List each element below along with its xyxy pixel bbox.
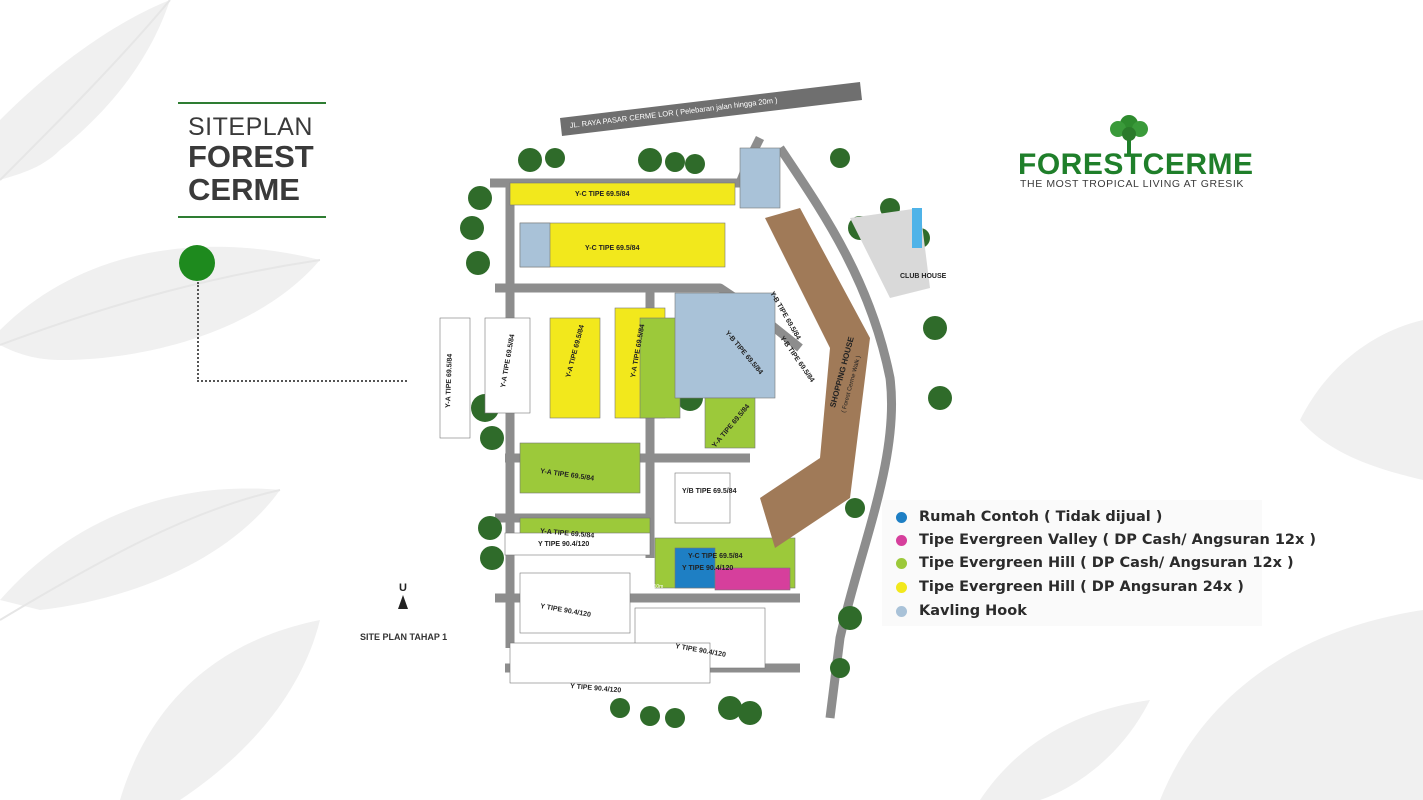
- block-ya-7: [484, 317, 531, 414]
- block-ya-1: [549, 317, 601, 419]
- north-compass: U: [395, 582, 411, 622]
- row-label: ROW 8.5m: [600, 214, 625, 220]
- legend-dot: [896, 581, 907, 593]
- title-top-rule: [178, 102, 326, 104]
- block-label: Y-A TIPE 69.5/84: [445, 354, 454, 409]
- block-label: Y-C TIPE 69.5/84: [585, 245, 640, 252]
- block-y-4: [509, 642, 711, 684]
- legend-item: Rumah Contoh ( Tidak dijual ): [896, 506, 1162, 528]
- block-ya-3: [639, 317, 681, 419]
- block-yb-3: [674, 472, 731, 524]
- green-marker-dot: [179, 245, 215, 281]
- dotted-connector-horizontal: [197, 380, 407, 382]
- title-line-2: FOREST: [188, 139, 314, 174]
- compass-letter: U: [399, 582, 407, 594]
- housing-blocks: [439, 147, 796, 684]
- legend-dot: [896, 534, 907, 546]
- block-label: Y-C TIPE 69.5/84: [688, 553, 743, 560]
- block-contoh: [674, 547, 716, 589]
- legend: Rumah Contoh ( Tidak dijual ) Tipe Everg…: [882, 500, 1316, 626]
- row-label: ROW 10m: [640, 584, 663, 590]
- legend-label: Rumah Contoh ( Tidak dijual ): [919, 509, 1163, 525]
- block-label: Y-A TIPE 69.5/84: [540, 528, 595, 540]
- main-road: JL. RAYA PASAR CERME LOR ( Pelebaran jal…: [560, 82, 862, 136]
- block-ya-4: [519, 442, 641, 494]
- block-valley: [714, 567, 791, 591]
- tree-logo-icon: [1110, 115, 1148, 154]
- club-house: CLUB HOUSE: [850, 208, 947, 298]
- block-label: Y TIPE 90.4/120: [682, 565, 733, 572]
- block-yc-1: [509, 182, 736, 206]
- block-label: Y-C TIPE 69.5/84: [575, 191, 630, 198]
- legend-label: Kavling Hook: [919, 603, 1027, 619]
- row-label: ROW 15m: [800, 634, 823, 640]
- block-yb-1: [674, 292, 776, 399]
- title-line-3: CERME: [188, 172, 300, 207]
- legend-dot: [896, 557, 907, 569]
- tree-clusters: [460, 148, 952, 728]
- block-yc-2: [519, 222, 726, 268]
- dotted-connector-vertical: [197, 282, 199, 382]
- legend-item: Kavling Hook: [896, 600, 1027, 622]
- legend-item: Tipe Evergreen Hill ( DP Angsuran 24x ): [896, 576, 1244, 598]
- block-label: Y TIPE 90.4/120: [538, 541, 589, 548]
- legend-dot: [896, 511, 907, 523]
- title-line-1: SITEPLAN: [188, 113, 313, 141]
- block-label: Y TIPE 90.4/120: [570, 683, 622, 694]
- legend-dot: [896, 605, 907, 617]
- logo-tagline: THE MOST TROPICAL LIVING AT GRESIK: [1020, 178, 1245, 190]
- legend-label: Tipe Evergreen Valley ( DP Cash/ Angsura…: [919, 532, 1317, 548]
- block-y-1: [504, 532, 651, 556]
- row-labels: ROW 8.5m ROW 10m ROW 15m: [600, 214, 823, 640]
- siteplan-title: SITEPLAN FOREST CERME: [178, 102, 326, 218]
- hook-top: [739, 147, 781, 209]
- north-arrow-icon: [398, 595, 408, 609]
- block-yb-2: [704, 397, 756, 449]
- block-ya-6: [439, 317, 471, 439]
- forest-cerme-logo: FORESTCERME THE MOST TROPICAL LIVING AT …: [1018, 114, 1258, 194]
- club-house-label: CLUB HOUSE: [900, 273, 947, 280]
- legend-label: Tipe Evergreen Hill ( DP Cash/ Angsuran …: [919, 555, 1294, 571]
- block-label: Y/B TIPE 69.5/84: [682, 488, 737, 495]
- site-plan-caption: SITE PLAN TAHAP 1: [360, 632, 448, 642]
- logo-wordmark: FORESTCERME: [1018, 148, 1254, 181]
- title-bottom-rule: [178, 216, 326, 218]
- legend-item: Tipe Evergreen Valley ( DP Cash/ Angsura…: [896, 529, 1316, 551]
- legend-label: Tipe Evergreen Hill ( DP Angsuran 24x ): [919, 579, 1244, 595]
- shopping-house: SHOPPING HOUSE ( Forest Cerme Walk ): [760, 208, 870, 548]
- hook-yc-2: [519, 222, 551, 268]
- block-y-2: [519, 572, 631, 634]
- legend-item: Tipe Evergreen Hill ( DP Cash/ Angsuran …: [896, 552, 1294, 574]
- site-plan-map: JL. RAYA PASAR CERME LOR ( Pelebaran jal…: [439, 82, 952, 728]
